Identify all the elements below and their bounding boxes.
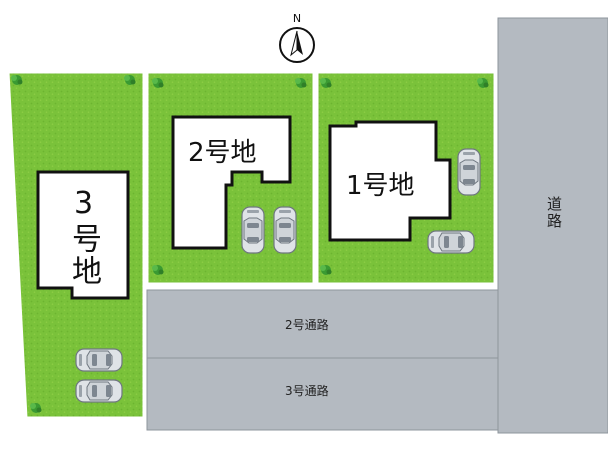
lot2-label: 2号地	[188, 138, 257, 168]
lot1-label: 1号地	[346, 171, 415, 201]
passage-2	[146, 289, 499, 359]
car-icon	[427, 230, 475, 254]
lot2-house	[171, 115, 292, 250]
passage3-label: 3号通路	[285, 384, 329, 398]
lot1-house	[328, 120, 452, 242]
car-icon	[273, 206, 297, 254]
main-road-label: 道路	[545, 196, 563, 230]
car-icon	[457, 148, 481, 196]
compass-icon	[279, 27, 315, 63]
car-icon	[241, 206, 265, 254]
main-road	[497, 17, 608, 434]
car-icon	[75, 379, 123, 403]
lot3-label: 3号地	[66, 186, 101, 287]
lot3-house	[36, 170, 130, 300]
passage2-label: 2号通路	[285, 318, 329, 332]
passage-3	[146, 357, 499, 431]
car-icon	[75, 348, 123, 372]
compass-north-letter: N	[293, 12, 301, 25]
